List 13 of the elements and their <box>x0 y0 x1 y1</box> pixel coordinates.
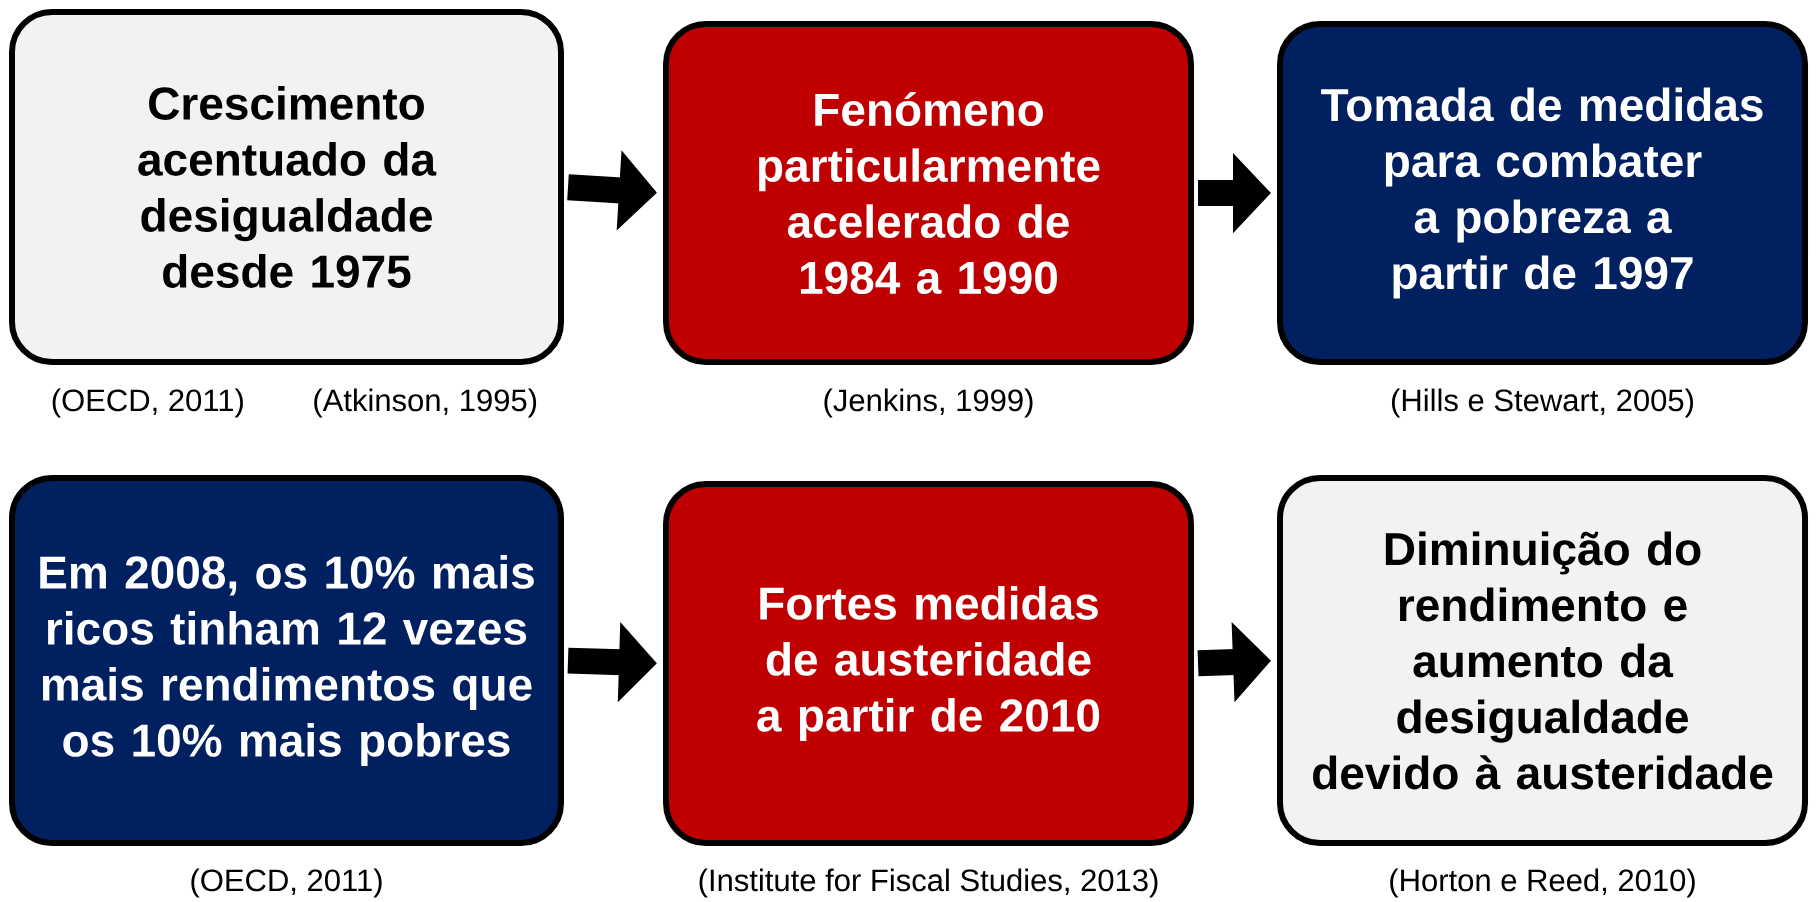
process-box: Diminuição do rendimento e aumento da desigualdade devido à austeridade <box>1277 475 1809 846</box>
citation: (Horton e Reed, 2010) <box>1390 868 1695 898</box>
citation: (Hills e Stewart, 2005) <box>1392 388 1693 418</box>
citation: (Jenkins, 1999) <box>824 388 1033 418</box>
process-box: Em 2008, os 10% mais ricos tinham 12 vezes mais rendimentos que os 10% mais pobres <box>9 475 564 846</box>
citation: (OECD, 2011) <box>52 388 243 418</box>
process-box: Fortes medidas de austeridade a partir de 2010 <box>663 481 1194 846</box>
citation: (Atkinson, 1995) <box>314 388 537 418</box>
citation: (Institute for Fiscal Studies, 2013) <box>699 868 1158 898</box>
citation: (OECD, 2011) <box>191 868 382 898</box>
process-box: Tomada de medidas para combater a pobreza a partir de 1997 <box>1277 21 1809 365</box>
process-box: Crescimento acentuado da desigualdade desde 1975 <box>9 9 564 365</box>
process-box: Fenómeno particularmente acelerado de 1984 a 1990 <box>663 21 1194 365</box>
